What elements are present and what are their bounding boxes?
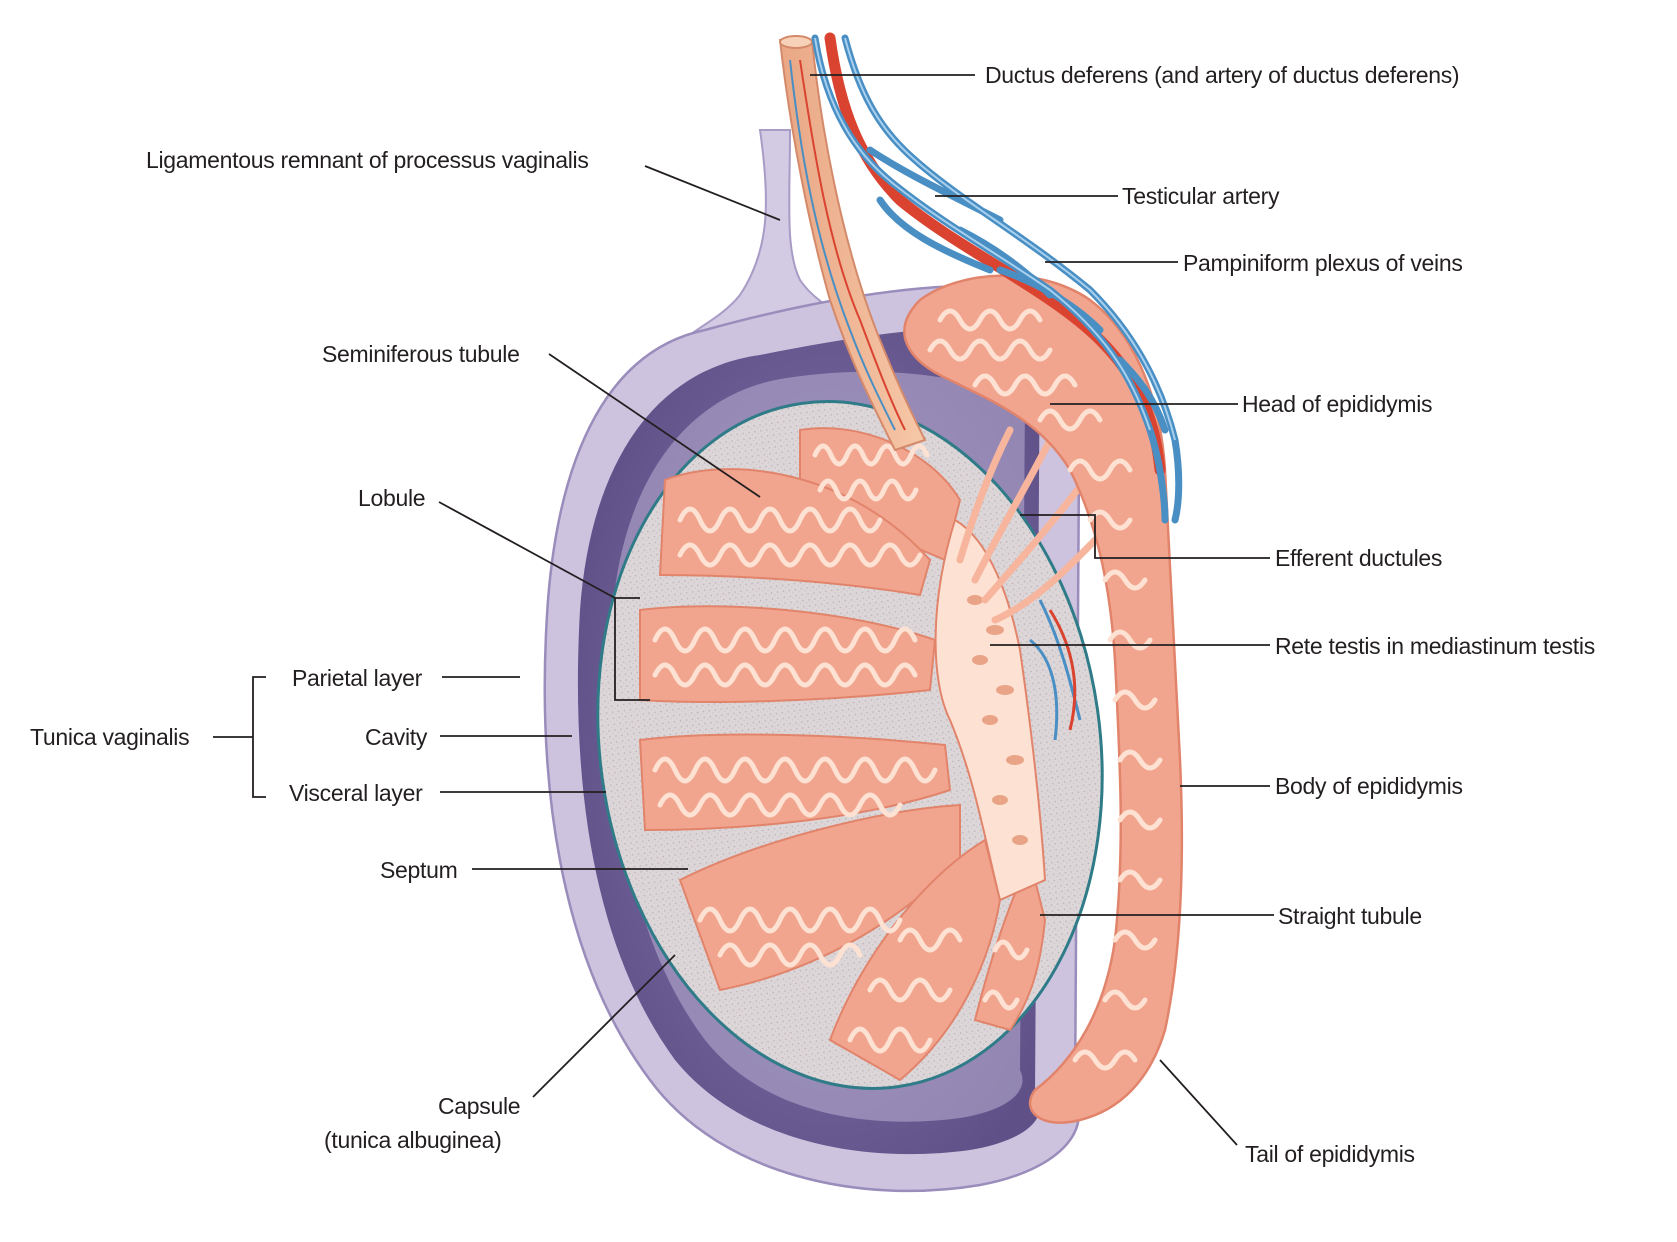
mediastinum-vessels	[1029, 599, 1082, 741]
label-ductus-deferens: Ductus deferens (and artery of ductus de…	[985, 62, 1459, 88]
label-cavity: Cavity	[365, 724, 428, 750]
lobules	[638, 427, 1047, 1082]
lobule-2	[658, 468, 932, 597]
rete-testis-channels	[967, 595, 1028, 845]
ductus-deferens-vessels	[789, 59, 906, 431]
leader-lines	[213, 74, 1274, 1146]
label-testicular-artery: Testicular artery	[1122, 183, 1280, 209]
lobule-5	[678, 803, 961, 992]
epididymis-coils	[927, 308, 1163, 1071]
lobule-4	[638, 733, 952, 832]
seminiferous-tubule-coils	[652, 443, 1030, 1054]
ductus-deferens-cut-end	[779, 35, 813, 49]
label-head-of-epididymis: Head of epididymis	[1242, 391, 1432, 417]
label-pampiniform-plexus: Pampiniform plexus of veins	[1183, 250, 1463, 276]
label-rete-testis: Rete testis in mediastinum testis	[1275, 633, 1595, 659]
ductus-deferens	[778, 39, 927, 452]
label-efferent-ductules: Efferent ductules	[1275, 545, 1442, 571]
plexus-inner	[814, 37, 1176, 441]
label-seminiferous-tubule: Seminiferous tubule	[322, 341, 520, 367]
label-body-of-epididymis: Body of epididymis	[1275, 773, 1463, 799]
label-septum: Septum	[380, 857, 457, 883]
label-tail-of-epididymis: Tail of epididymis	[1245, 1141, 1415, 1167]
label-parietal-layer: Parietal layer	[292, 665, 423, 691]
label-capsule: Capsule	[438, 1093, 520, 1119]
label-capsule-sub: (tunica albuginea)	[324, 1127, 501, 1153]
label-lobule: Lobule	[358, 485, 425, 511]
rete-testis-network	[934, 518, 1047, 902]
testicular-artery	[824, 32, 1166, 476]
label-tunica-vaginalis: Tunica vaginalis	[30, 724, 189, 750]
label-ligamentous-remnant: Ligamentous remnant of processus vaginal…	[146, 147, 589, 173]
label-visceral-layer: Visceral layer	[289, 780, 423, 806]
label-straight-tubule: Straight tubule	[1278, 903, 1422, 929]
